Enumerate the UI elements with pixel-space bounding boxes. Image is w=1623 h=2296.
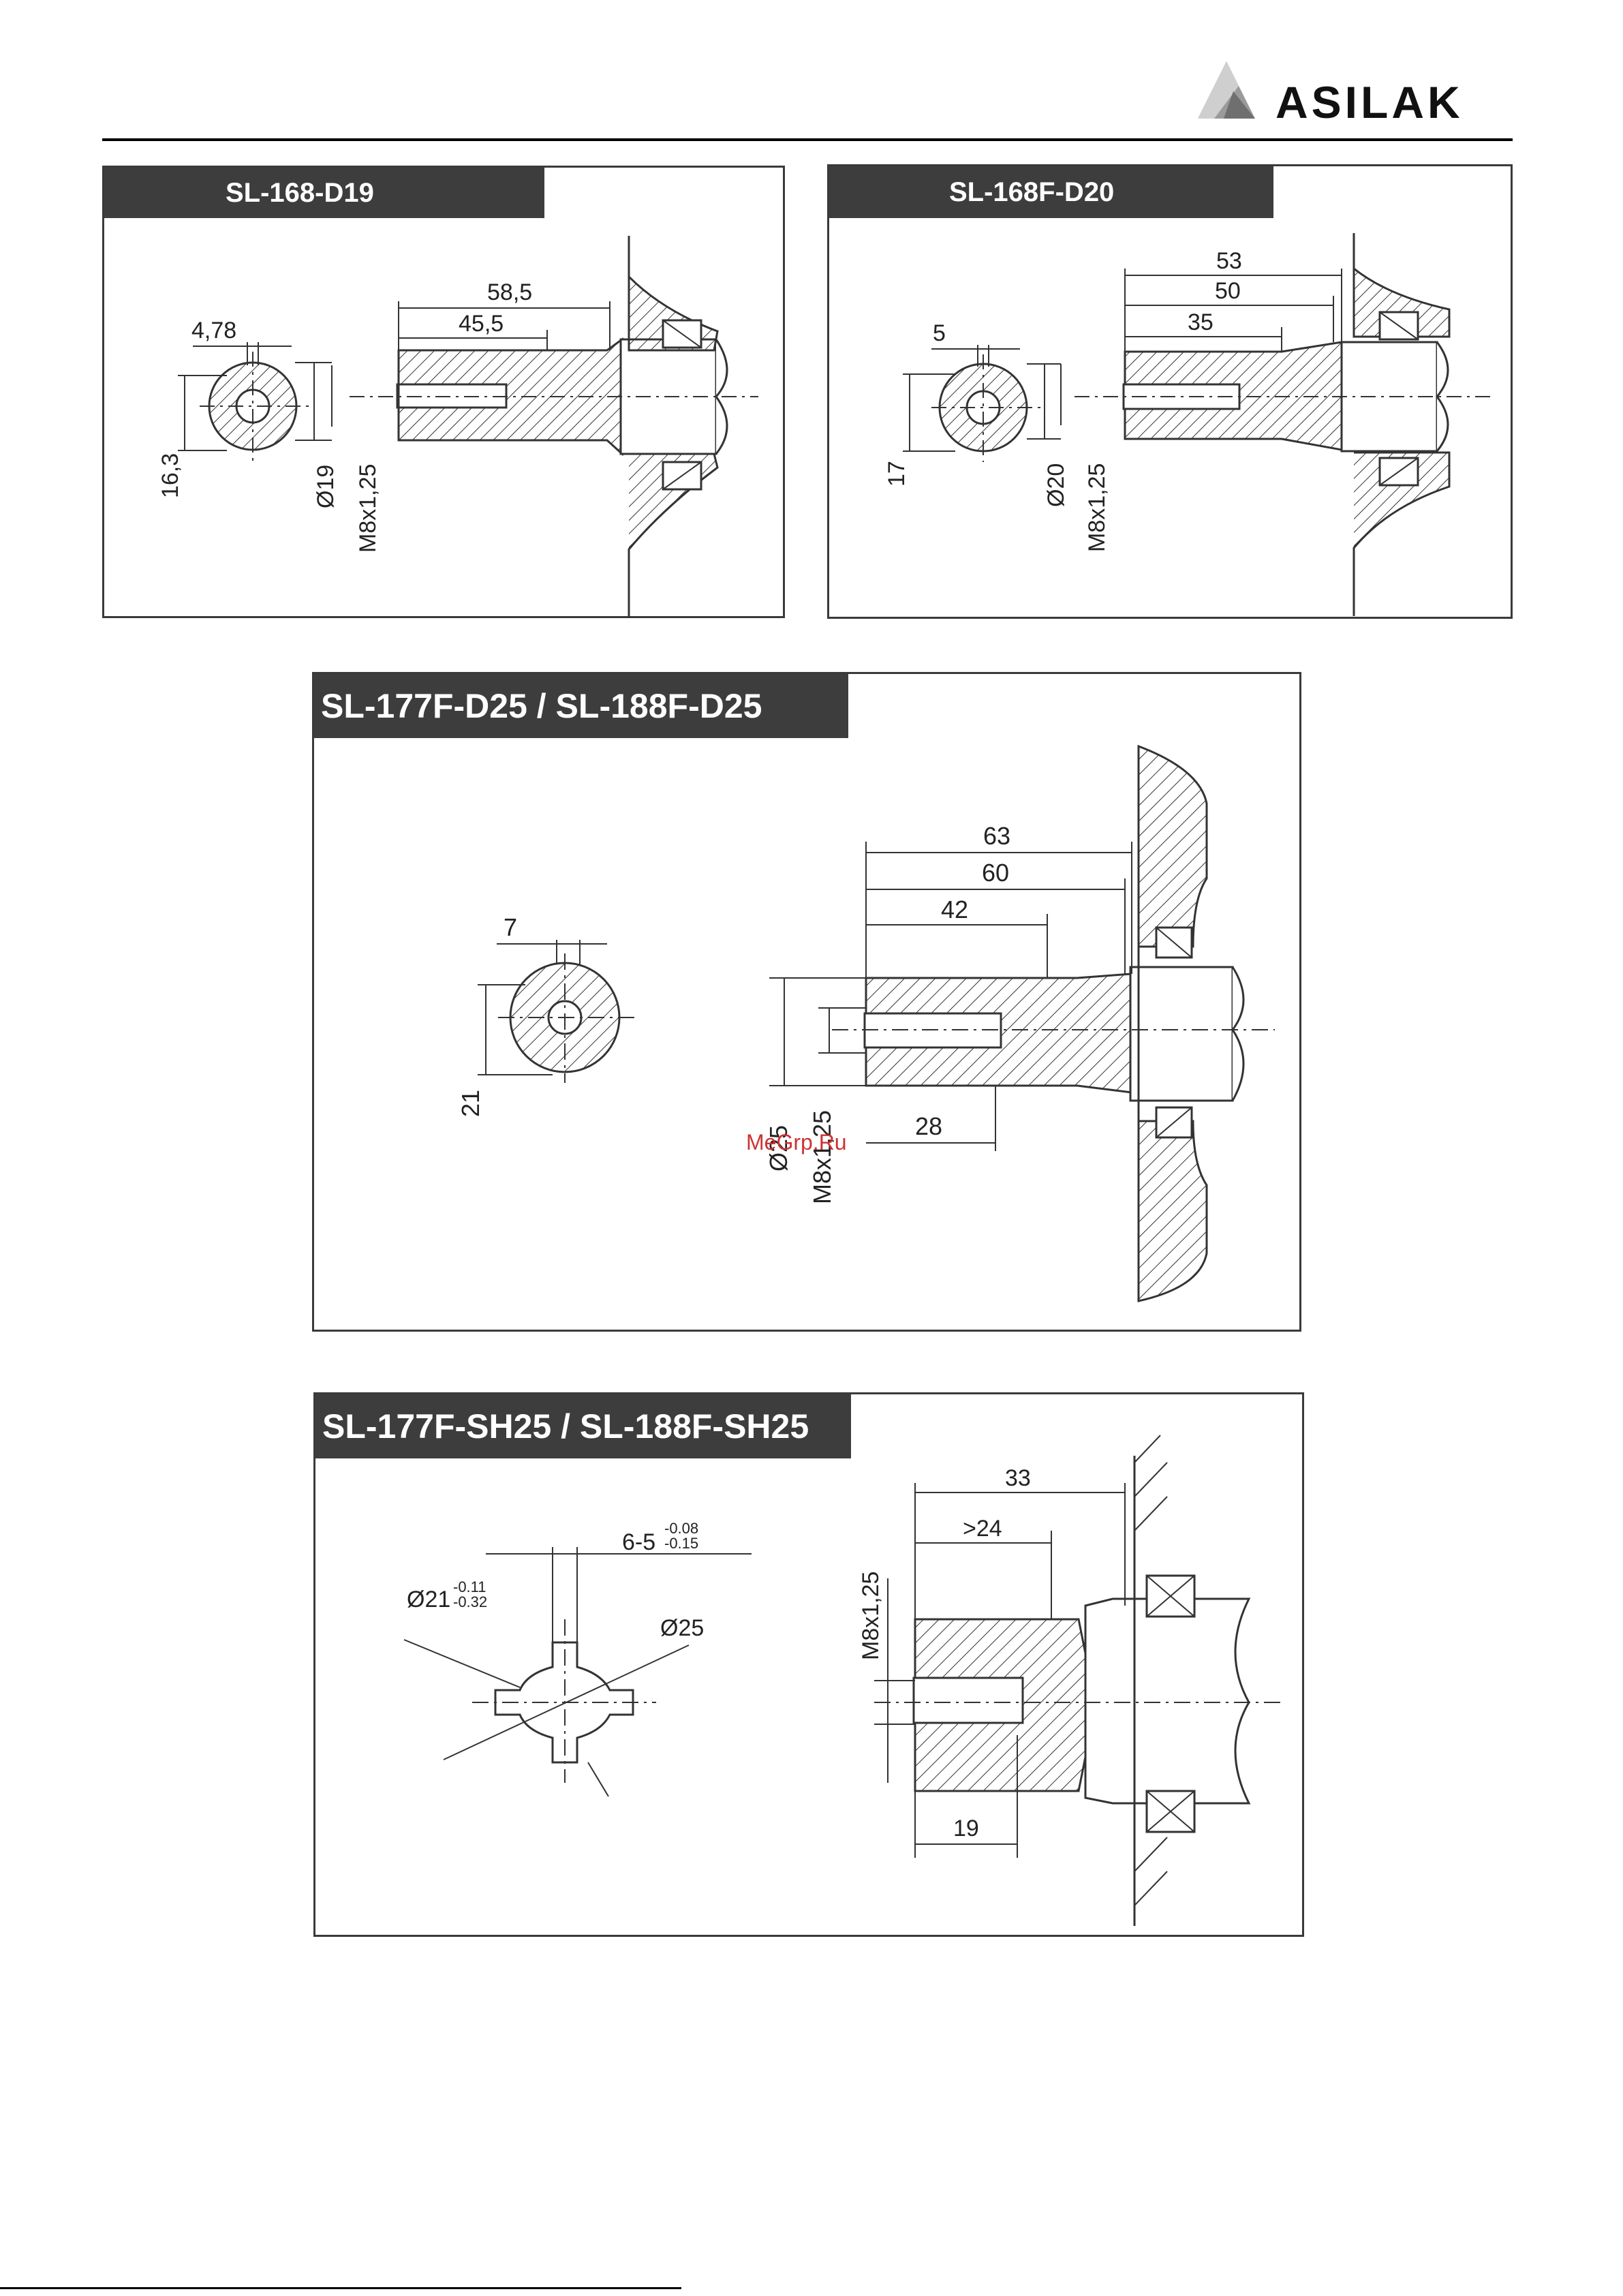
dim-key-height: 21 bbox=[457, 1090, 484, 1117]
section-view bbox=[478, 940, 634, 1083]
dim-length-total: 63 bbox=[983, 822, 1010, 850]
dim-length-total: 33 bbox=[1005, 1465, 1031, 1491]
dim-spline: 6-5 bbox=[622, 1529, 655, 1555]
dim-length-inner: 35 bbox=[1188, 309, 1214, 335]
dim-key-width: 4,78 bbox=[191, 318, 236, 343]
dim-key-width: 7 bbox=[504, 913, 517, 941]
dim-length-mid: 50 bbox=[1215, 278, 1241, 304]
dim-diameter: Ø20 bbox=[1043, 463, 1069, 507]
logo-mark-icon bbox=[1186, 59, 1267, 124]
dim-length-mid: 60 bbox=[982, 859, 1009, 887]
shaft-drawing: 6-5 -0.08 -0.15 Ø21 -0.11 -0.32 Ø25 bbox=[315, 1394, 1305, 1937]
panel-sl-177f-d25: SL-177F-D25 / SL-188F-D25 7 21 bbox=[312, 672, 1301, 1332]
watermark: MeGrp.Ru bbox=[746, 1130, 847, 1155]
dim-diameter: Ø19 bbox=[313, 465, 339, 508]
shaft-side-view bbox=[874, 1435, 1283, 1926]
shaft-side-view bbox=[769, 746, 1275, 1301]
dim-thread: M8x1,25 bbox=[808, 1110, 836, 1204]
dim-thread: M8x1,25 bbox=[858, 1572, 884, 1660]
shaft-side-view bbox=[1027, 233, 1490, 616]
footer-line bbox=[0, 2287, 681, 2289]
dim-thread: M8x1,25 bbox=[355, 464, 381, 553]
dim-thread-depth: 19 bbox=[953, 1816, 979, 1841]
panel-sl-177f-sh25: SL-177F-SH25 / SL-188F-SH25 6-5 -0.08 -0… bbox=[313, 1392, 1304, 1937]
brand-logo bbox=[1186, 59, 1267, 124]
dim-key-height: 16,3 bbox=[157, 453, 183, 498]
dim-length-inner: 42 bbox=[941, 896, 968, 923]
brand-name: ASILAK bbox=[1276, 76, 1464, 128]
dim-spline-tol-lower: -0.15 bbox=[664, 1535, 698, 1552]
shaft-drawing: 4,78 16,3 58,5 45, bbox=[104, 168, 786, 617]
shaft-drawing: 7 21 bbox=[314, 674, 1302, 1331]
dim-key-width: 5 bbox=[933, 320, 946, 346]
panel-sl-168f-d20: SL-168F-D20 5 17 bbox=[827, 164, 1513, 619]
panel-sl-168-d19: SL-168-D19 4,78 16,3 bbox=[102, 166, 785, 618]
dim-inner-diameter: Ø21 bbox=[407, 1587, 450, 1612]
dim-outer-diameter: Ø25 bbox=[660, 1615, 704, 1641]
shaft-drawing: 5 17 53 50 35 Ø bbox=[829, 166, 1513, 619]
dim-length-total: 58,5 bbox=[487, 279, 532, 305]
header-divider bbox=[102, 138, 1513, 141]
section-view bbox=[903, 345, 1040, 462]
dim-length-total: 53 bbox=[1216, 248, 1242, 274]
dim-length-spline: >24 bbox=[963, 1516, 1002, 1542]
dim-inner-tol-lower: -0.32 bbox=[453, 1593, 487, 1610]
dim-thread-depth: 28 bbox=[915, 1112, 942, 1140]
dim-key-height: 17 bbox=[884, 461, 910, 487]
dim-length-inner: 45,5 bbox=[459, 311, 504, 337]
section-view bbox=[178, 342, 309, 461]
dim-thread: M8x1,25 bbox=[1084, 463, 1110, 552]
